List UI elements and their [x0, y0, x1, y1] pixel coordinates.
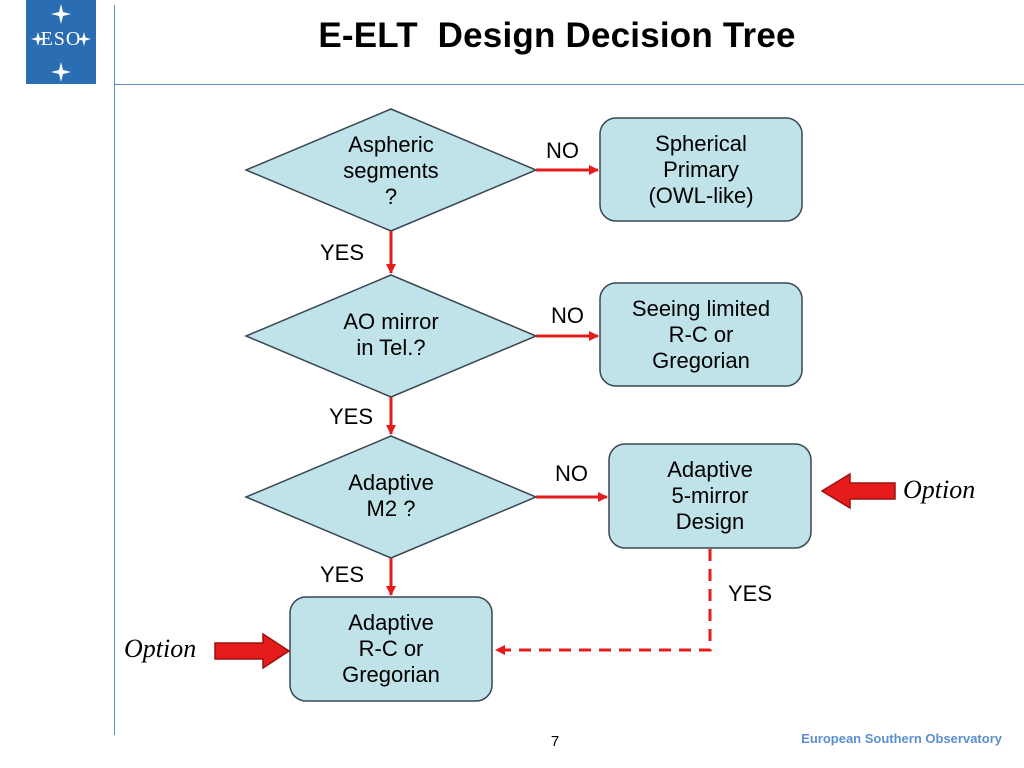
decision-aspheric-label: Aspheric segments ? — [311, 127, 471, 215]
eso-logo-icon: ESO — [26, 0, 96, 84]
decision-aspheric-line: Aspheric — [348, 132, 434, 157]
logo-letters: ESO — [41, 28, 82, 50]
decision-aspheric-line: ? — [384, 184, 398, 209]
outcome-adaptive-5-mirror-line: 5-mirror — [671, 483, 749, 508]
decision-adaptive-m2-line: Adaptive — [348, 470, 434, 495]
star-icon — [51, 4, 71, 24]
decision-ao-mirror-line: in Tel.? — [356, 335, 426, 360]
outcome-adaptive-5-mirror-label: Adaptive 5-mirror Design — [609, 451, 811, 541]
decision-adaptive-m2-line: M2 ? — [366, 496, 416, 521]
horizontal-rule — [114, 84, 1024, 85]
outcome-spherical-primary-box — [599, 117, 803, 222]
outcome-adaptive-5-mirror-line: Design — [675, 509, 745, 534]
star-icon — [31, 32, 45, 46]
outcome-adaptive-5-mirror-line: Adaptive — [667, 457, 753, 482]
edge-label-no-3: NO — [555, 461, 588, 486]
outcome-seeing-limited-label: Seeing limited R-C or Gregorian — [600, 290, 802, 380]
page-title: E-ELT Design Decision Tree — [318, 16, 796, 55]
decision-adaptive-m2-label: Adaptive M2 ? — [311, 466, 471, 526]
edge-label-yes-3: YES — [320, 562, 365, 587]
option-left-arrow — [214, 632, 291, 670]
outcome-adaptive-rc-line: Adaptive — [348, 610, 434, 635]
outcome-seeing-limited-line: Gregorian — [652, 348, 750, 373]
edge-label-yes-2: YES — [329, 404, 374, 429]
decision-aspheric-line: segments — [343, 158, 439, 183]
outcome-seeing-limited-line: Seeing limited — [631, 296, 771, 321]
outcome-adaptive-rc-line: R-C or — [358, 636, 424, 661]
eso-logo: ESO — [26, 0, 96, 84]
star-icon — [51, 62, 71, 82]
option-right-arrow — [820, 472, 896, 510]
outcome-spherical-primary-label: Spherical Primary (OWL-like) — [600, 125, 802, 215]
vertical-rule — [114, 5, 115, 735]
outcome-adaptive-rc-label: Adaptive R-C or Gregorian — [290, 604, 492, 694]
outcome-seeing-limited-box — [599, 282, 803, 387]
edge-label-no-2: NO — [551, 303, 584, 328]
outcome-seeing-limited-line: R-C or — [668, 322, 734, 347]
decision-ao-mirror-line: AO mirror — [343, 309, 439, 334]
outcome-adaptive-rc-box — [289, 596, 493, 702]
outcome-spherical-line: Spherical — [655, 131, 747, 156]
outcome-adaptive-rc-line: Gregorian — [342, 662, 440, 687]
yes-dashed-connector — [495, 549, 712, 655]
star-icon — [77, 32, 91, 46]
decision-ao-mirror-label: AO mirror in Tel.? — [311, 305, 471, 365]
option-label-left: Option — [124, 634, 197, 663]
outcome-adaptive-5-mirror-box — [608, 443, 812, 549]
outcome-spherical-line: Primary — [663, 157, 739, 182]
edge-label-yes-1: YES — [320, 240, 365, 265]
outcome-spherical-line: (OWL-like) — [648, 183, 754, 208]
edge-label-no-1: NO — [546, 138, 579, 163]
page-number: 7 — [550, 733, 560, 750]
edge-label-yes-dashed: YES — [728, 581, 773, 606]
footer-organization: European Southern Observatory — [801, 731, 1002, 746]
option-label-right: Option — [903, 475, 976, 504]
